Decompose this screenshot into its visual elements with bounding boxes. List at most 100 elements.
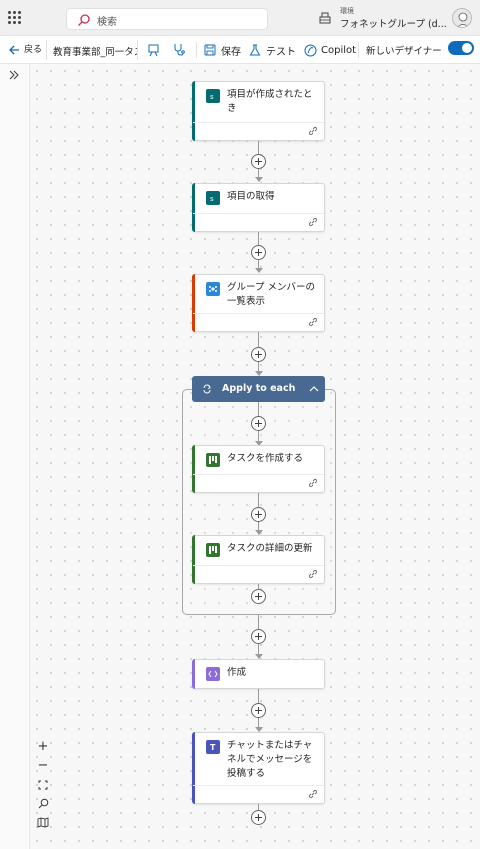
divider [196, 42, 197, 58]
app-launcher-icon[interactable] [8, 11, 22, 25]
card-accent [192, 445, 195, 493]
action-card[interactable]: T チャットまたはチャネルでメッセージを投稿する [192, 732, 325, 804]
test-settings-button[interactable] [172, 36, 186, 64]
card-title: チャットまたはチャネルでメッセージを投稿する [227, 740, 313, 779]
test-label: テスト [266, 46, 296, 58]
trigger-card[interactable]: s 項目が作成されたとき [192, 81, 325, 141]
card-accent [192, 183, 195, 232]
add-step-button[interactable] [251, 507, 266, 522]
new-designer-label: 新しいデザイナー [366, 46, 442, 57]
link-icon [308, 569, 318, 579]
stethoscope-icon [174, 44, 185, 56]
copilot-label: Copilot [321, 44, 357, 56]
add-step-button[interactable] [251, 589, 266, 604]
card-accent [192, 535, 195, 584]
expand-panel-icon[interactable] [8, 69, 20, 81]
save-icon [204, 44, 216, 56]
card-title: 作成 [227, 667, 247, 678]
planner-icon [206, 543, 220, 557]
card-accent [192, 732, 195, 804]
add-step-button[interactable] [251, 416, 266, 431]
svg-text:s: s [210, 195, 214, 202]
fit-view-button[interactable] [33, 775, 53, 794]
card-footer [193, 213, 324, 231]
connector-arrow [255, 441, 263, 446]
loop-action-card[interactable]: タスクの詳細の更新 [192, 535, 325, 584]
map-icon [37, 817, 49, 828]
loop-action-card[interactable]: タスクを作成する [192, 445, 325, 493]
card-footer [193, 785, 324, 803]
flow-checker-icon [148, 44, 159, 56]
add-step-button[interactable] [251, 810, 266, 825]
action-card[interactable]: 作成 [192, 659, 325, 689]
link-icon [308, 478, 318, 488]
svg-text:T: T [210, 743, 216, 752]
add-step-button[interactable] [251, 629, 266, 644]
connector-arrow [255, 268, 263, 273]
connector-line [258, 584, 259, 590]
connector-line [258, 804, 259, 810]
back-button[interactable]: 戻る [8, 36, 43, 64]
link-icon [308, 317, 318, 327]
zoom-out-button[interactable]: − [37, 758, 49, 773]
search-icon [78, 14, 90, 26]
left-rail [0, 64, 30, 849]
avatar[interactable] [452, 8, 472, 28]
card-accent [192, 81, 195, 141]
link-icon [308, 217, 318, 227]
card-title: 項目の取得 [227, 191, 275, 202]
connector-arrow [255, 371, 263, 376]
chevron-up-icon[interactable] [309, 384, 319, 394]
add-step-button[interactable] [251, 154, 266, 169]
environment-icon [319, 12, 331, 24]
search-icon [38, 798, 48, 809]
add-step-button[interactable] [251, 245, 266, 260]
save-button[interactable]: 保存 [204, 36, 241, 64]
action-card[interactable]: s 項目の取得 [192, 183, 325, 232]
copilot-button[interactable]: Copilot [304, 36, 356, 64]
card-footer [193, 565, 324, 583]
link-icon [308, 789, 318, 799]
teams-icon: T [206, 740, 220, 754]
connector-arrow [255, 654, 263, 659]
card-title: タスクの詳細の更新 [227, 543, 313, 554]
fit-to-screen-icon [38, 780, 48, 789]
planner-icon [206, 453, 220, 467]
arrow-left-icon [9, 45, 19, 55]
card-title: グループ メンバーの一覧表示 [227, 282, 315, 307]
top-bar: 検索 環境 フォネットグループ (d... [0, 0, 480, 36]
loop-header[interactable]: Apply to each [192, 376, 325, 402]
card-accent [192, 659, 195, 689]
back-label: 戻る [24, 44, 43, 55]
test-button[interactable]: テスト [249, 36, 296, 64]
environment-picker[interactable]: フォネットグループ (d... [340, 19, 447, 30]
beaker-icon [249, 44, 261, 56]
link-icon [308, 126, 318, 136]
loop-title: Apply to each [222, 383, 296, 394]
minimap-button[interactable] [33, 813, 53, 832]
copilot-icon [304, 44, 317, 56]
connector-arrow [255, 530, 263, 535]
divider [358, 42, 359, 58]
data-operation-icon [206, 667, 220, 681]
flow-checker-button[interactable] [148, 36, 161, 64]
sharepoint-icon: s [206, 191, 220, 205]
save-label: 保存 [221, 46, 241, 58]
search-canvas-button[interactable] [33, 794, 53, 813]
card-footer [193, 122, 324, 140]
new-designer-toggle[interactable] [448, 41, 474, 55]
environment-label: 環境 [340, 7, 354, 15]
action-card[interactable]: グループ メンバーの一覧表示 [192, 274, 325, 332]
card-accent [192, 274, 195, 332]
search-box[interactable]: 検索 [66, 8, 268, 30]
toggle-knob [462, 43, 472, 53]
zoom-controls: + − [33, 737, 53, 832]
card-footer [193, 313, 324, 331]
add-step-button[interactable] [251, 703, 266, 718]
svg-text:s: s [210, 93, 214, 100]
add-step-button[interactable] [251, 347, 266, 362]
loop-icon [203, 384, 211, 394]
flow-name-field[interactable]: 教育事業部_同一タスク [46, 40, 138, 60]
zoom-in-button[interactable]: + [37, 739, 49, 754]
command-bar: 戻る 教育事業部_同一タスク 保存 テスト Co [0, 36, 480, 64]
